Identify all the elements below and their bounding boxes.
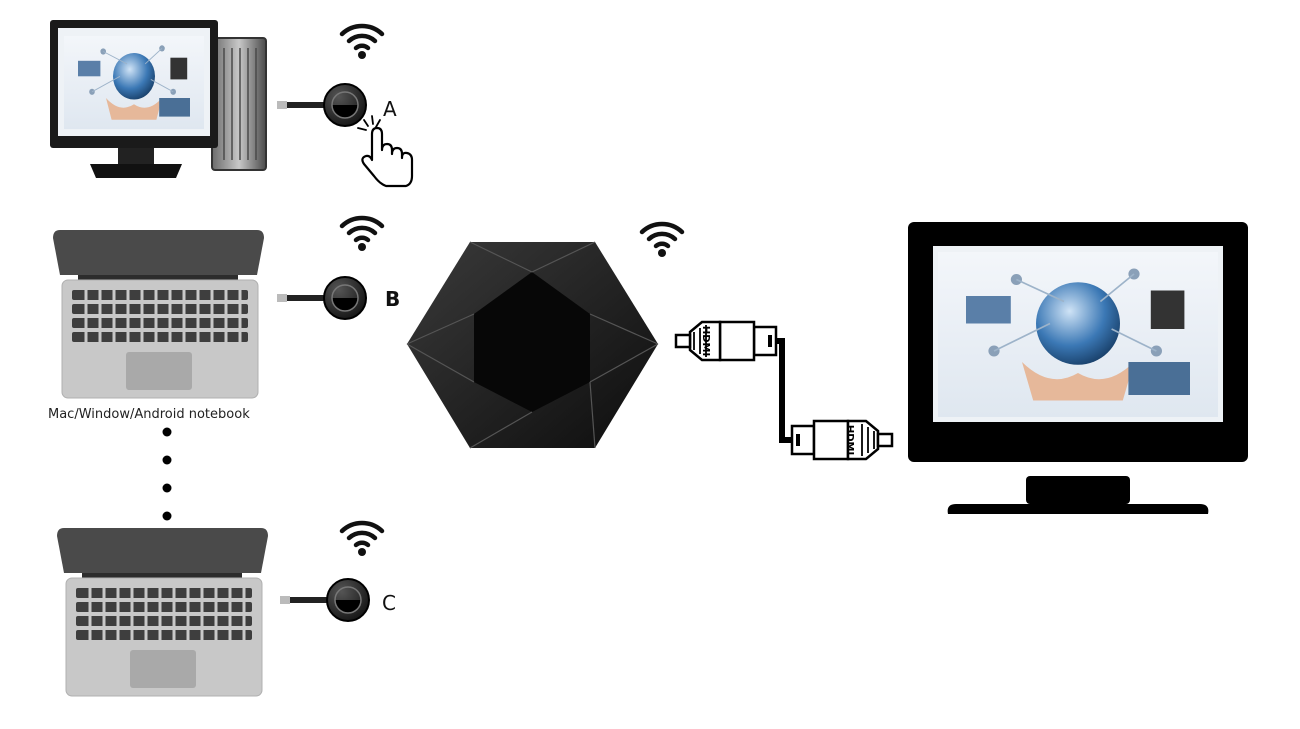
- desktop-pc: [50, 20, 267, 178]
- hand-pointer-icon: [357, 115, 414, 188]
- wifi-icon: [342, 218, 382, 251]
- hdmi-text-1: HDMI: [700, 326, 711, 356]
- laptop-c: [55, 526, 270, 698]
- wireless-dongle-b: [276, 276, 367, 320]
- sender-label-b: B: [385, 287, 400, 311]
- receiver-hub: [406, 241, 659, 449]
- display-monitor: [908, 222, 1248, 514]
- wifi-icon: [342, 26, 382, 59]
- sender-label-a: A: [383, 97, 397, 121]
- hdmi-connector-display: [790, 419, 894, 461]
- laptop-b: [51, 228, 266, 400]
- hdmi-connector-receiver: [674, 320, 778, 362]
- hdmi-text-2: HDMI: [844, 425, 855, 455]
- wireless-dongle-a: [276, 83, 367, 127]
- wifi-icon: [342, 523, 382, 556]
- notebook-caption: Mac/Window/Android notebook: [48, 407, 250, 422]
- wifi-icon: [642, 224, 682, 257]
- ellipsis-dots: [162, 427, 172, 521]
- sender-label-c: C: [382, 591, 396, 615]
- wireless-dongle-c: [279, 578, 370, 622]
